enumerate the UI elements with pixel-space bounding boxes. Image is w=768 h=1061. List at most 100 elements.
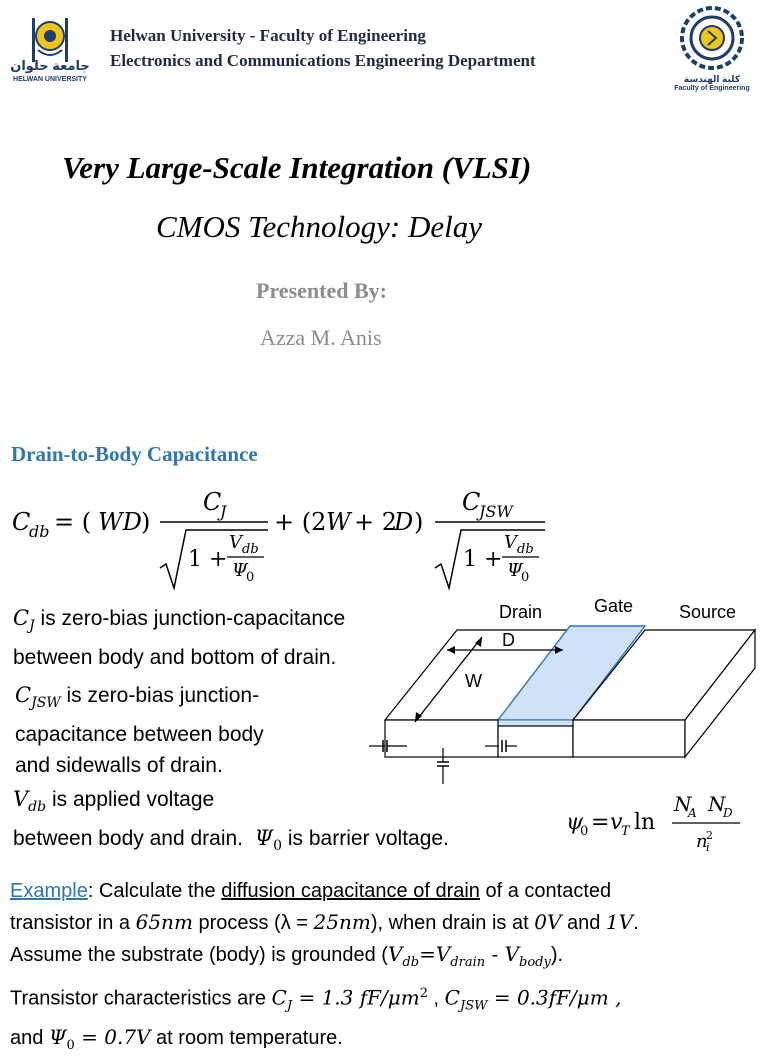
- example-value: 2: [419, 986, 428, 1001]
- svg-text:2: 2: [706, 829, 713, 842]
- svg-text:Ψ: Ψ: [232, 560, 249, 581]
- cjsw-description: CJSW is zero-bias junction- capacitance …: [15, 680, 264, 781]
- example-value: = 1.3 fF/μm: [292, 985, 420, 1010]
- svg-text:D: D: [722, 806, 733, 820]
- cjsw-symbol: C: [15, 683, 32, 707]
- cj-text-2: between body and bottom of drain.: [13, 646, 337, 670]
- svg-text:D: D: [393, 508, 413, 536]
- example-text: ).: [550, 944, 564, 966]
- example-text: .: [633, 912, 639, 934]
- psi-text: is barrier voltage.: [282, 827, 449, 851]
- svg-text:i: i: [706, 841, 710, 854]
- example-text: transistor in a: [10, 912, 136, 934]
- svg-text:JSW: JSW: [476, 502, 514, 521]
- svg-text:db: db: [517, 542, 534, 557]
- svg-text:+ (2: + (2: [274, 508, 326, 536]
- example-label: Example: [10, 880, 88, 902]
- left-logo-english: HELWAN UNIVERSITY: [13, 76, 87, 83]
- page-title: Very Large-Scale Integration (VLSI): [62, 150, 532, 185]
- example-text: Transistor characteristics are: [10, 987, 272, 1010]
- svg-text:): ): [141, 508, 150, 536]
- svg-text:V: V: [229, 532, 244, 553]
- example-value: = 0.7V: [74, 1024, 151, 1049]
- svg-text:ψ: ψ: [566, 810, 584, 835]
- d-dimension-label: D: [502, 630, 515, 650]
- example-text: of a contacted: [479, 880, 612, 902]
- svg-text:A: A: [687, 806, 697, 820]
- example-value: 1V: [605, 910, 634, 934]
- svg-text:WD: WD: [98, 508, 142, 536]
- vdb-symbol: V: [13, 787, 29, 811]
- svg-text:0: 0: [521, 570, 529, 585]
- svg-text:Ψ: Ψ: [507, 560, 524, 581]
- example-value: JSW: [459, 998, 488, 1014]
- page-subtitle: CMOS Technology: Delay: [156, 209, 483, 244]
- university-line: Helwan University - Faculty of Engineeri…: [110, 26, 426, 45]
- svg-text:C: C: [12, 508, 30, 536]
- example-value: 0V: [534, 910, 562, 934]
- svg-text:T: T: [621, 824, 631, 839]
- cjsw-text-3: and sidewalls of drain.: [15, 754, 223, 778]
- right-logo-arabic: كلية الهندسة: [683, 74, 741, 84]
- svg-text:W: W: [326, 508, 353, 536]
- svg-text:ln: ln: [634, 810, 655, 835]
- example-value: C: [444, 985, 460, 1010]
- cjsw-subscript: JSW: [31, 695, 61, 712]
- example-text: and: [561, 912, 606, 934]
- svg-text:db: db: [242, 542, 259, 557]
- example-text: ), when drain is at: [370, 912, 535, 934]
- svg-text:+ 2: + 2: [354, 508, 397, 536]
- svg-text:): ): [414, 508, 423, 536]
- right-logo-english: Faculty of Engineering: [674, 85, 750, 92]
- svg-text:n: n: [696, 831, 708, 852]
- example-text: and: [10, 1026, 49, 1049]
- svg-text:N: N: [673, 792, 693, 816]
- vdb-text-2: between body and drain.: [13, 827, 244, 851]
- svg-text:N: N: [707, 792, 727, 816]
- helwan-university-logo: جامعة حلوان HELWAN UNIVERSITY: [10, 8, 90, 88]
- example-value: C: [271, 985, 287, 1010]
- example-text: : Calculate the: [87, 880, 222, 902]
- cj-symbol: C: [13, 606, 30, 630]
- vdb-subscript: db: [28, 799, 47, 816]
- w-dimension-label: W: [465, 671, 482, 691]
- svg-text:C: C: [462, 488, 480, 516]
- svg-text:V: V: [504, 532, 519, 553]
- svg-text:J: J: [217, 502, 228, 521]
- vdb-text-1: is applied voltage: [46, 788, 215, 811]
- svg-text:1 +: 1 +: [463, 547, 502, 572]
- drain-label: Drain: [499, 602, 542, 622]
- source-label: Source: [679, 602, 736, 622]
- example-value: = 0.3fF/μm ,: [487, 985, 622, 1010]
- svg-text:1 +: 1 +: [188, 547, 227, 572]
- example-text: process (λ =: [192, 912, 314, 934]
- cjsw-text-1: is zero-bias junction-: [60, 684, 260, 707]
- section-heading: Drain-to-Body Capacitance: [11, 442, 258, 466]
- svg-text:=: =: [591, 810, 609, 835]
- department-line: Electronics and Communications Engineeri…: [110, 51, 536, 70]
- svg-text:v: v: [610, 810, 623, 835]
- author-name: Azza M. Anis: [260, 325, 382, 350]
- svg-text:db: db: [29, 522, 49, 541]
- svg-text:0: 0: [246, 570, 254, 585]
- example-value: 25nm: [313, 910, 371, 934]
- example-value: 65nm: [135, 910, 193, 934]
- drain-body-capacitance-formula: C db = ( WD ) C J 1 + V db Ψ 0 + (2 W + …: [10, 482, 570, 594]
- vdb-description: Vdb is applied voltage between body and …: [13, 787, 449, 855]
- faculty-of-engineering-logo: كلية الهندسة Faculty of Engineering: [672, 4, 752, 94]
- example-text: ,: [428, 987, 445, 1010]
- example-highlight: diffusion capacitance of drain: [221, 880, 480, 902]
- transistor-diagram: Drain Gate Source D W: [365, 590, 760, 790]
- left-logo-arabic: جامعة حلوان: [10, 58, 90, 73]
- example-text: Assume the substrate (body) is grounded …: [10, 944, 388, 966]
- svg-text:= (: = (: [54, 508, 91, 536]
- cj-description: CJ is zero-bias junction-capacitance bet…: [13, 603, 345, 673]
- presented-by-label: Presented By:: [256, 278, 387, 303]
- cj-text-1: is zero-bias junction-capacitance: [34, 607, 346, 630]
- cj-subscript: J: [29, 618, 35, 635]
- example-value: J: [286, 998, 293, 1014]
- svg-text:C: C: [203, 488, 221, 516]
- svg-text:0: 0: [580, 824, 588, 839]
- example-paragraph: Example: Calculate the diffusion capacit…: [10, 880, 639, 1053]
- cjsw-text-2: capacitance between body: [15, 723, 264, 747]
